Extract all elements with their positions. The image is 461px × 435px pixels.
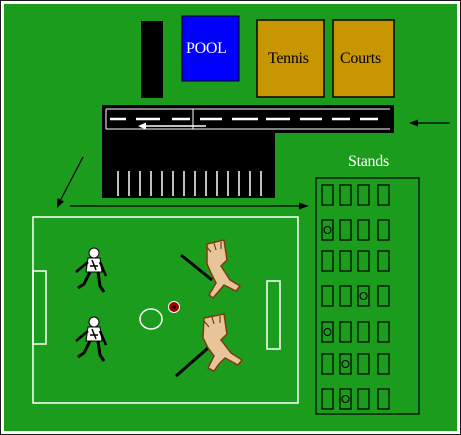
seat bbox=[378, 185, 389, 205]
spectator-icon bbox=[342, 361, 349, 368]
seat bbox=[378, 322, 389, 342]
seat bbox=[322, 251, 333, 271]
seat bbox=[322, 354, 333, 374]
spectator-icon bbox=[342, 396, 349, 403]
seat bbox=[322, 286, 333, 306]
seat bbox=[358, 220, 369, 240]
soccer-ball-icon bbox=[169, 302, 180, 313]
seat bbox=[340, 185, 351, 205]
arrow-icon bbox=[57, 157, 83, 208]
courts-label: Courts bbox=[340, 50, 381, 68]
black-strip bbox=[141, 21, 163, 98]
soccer-player-icon bbox=[76, 248, 106, 292]
pool-label: POOL bbox=[186, 40, 227, 58]
seat bbox=[378, 286, 389, 306]
seat bbox=[358, 251, 369, 271]
seat bbox=[340, 251, 351, 271]
seat bbox=[340, 322, 351, 342]
seat-grid bbox=[322, 185, 389, 409]
seat bbox=[378, 389, 389, 409]
seat bbox=[358, 389, 369, 409]
tribal-warrior-icon bbox=[176, 314, 242, 376]
soccer-player-icon bbox=[76, 317, 106, 361]
seat bbox=[340, 220, 351, 240]
seat bbox=[358, 185, 369, 205]
soccer-field bbox=[33, 217, 298, 403]
tennis-label: Tennis bbox=[268, 50, 309, 68]
seat bbox=[378, 220, 389, 240]
seat bbox=[340, 286, 351, 306]
seat bbox=[322, 185, 333, 205]
tribal-warrior-icon bbox=[181, 240, 240, 298]
arrow-icon bbox=[70, 203, 309, 210]
seat bbox=[378, 354, 389, 374]
parking-lot bbox=[102, 133, 275, 198]
spectator-icon bbox=[360, 293, 367, 300]
seat bbox=[358, 354, 369, 374]
seat bbox=[358, 322, 369, 342]
spectator-icon bbox=[324, 329, 331, 336]
road bbox=[102, 105, 394, 133]
seat bbox=[322, 389, 333, 409]
stands-label: Stands bbox=[348, 153, 389, 171]
arrow-icon bbox=[409, 120, 450, 127]
spectator-icon bbox=[324, 227, 331, 234]
seat bbox=[378, 251, 389, 271]
